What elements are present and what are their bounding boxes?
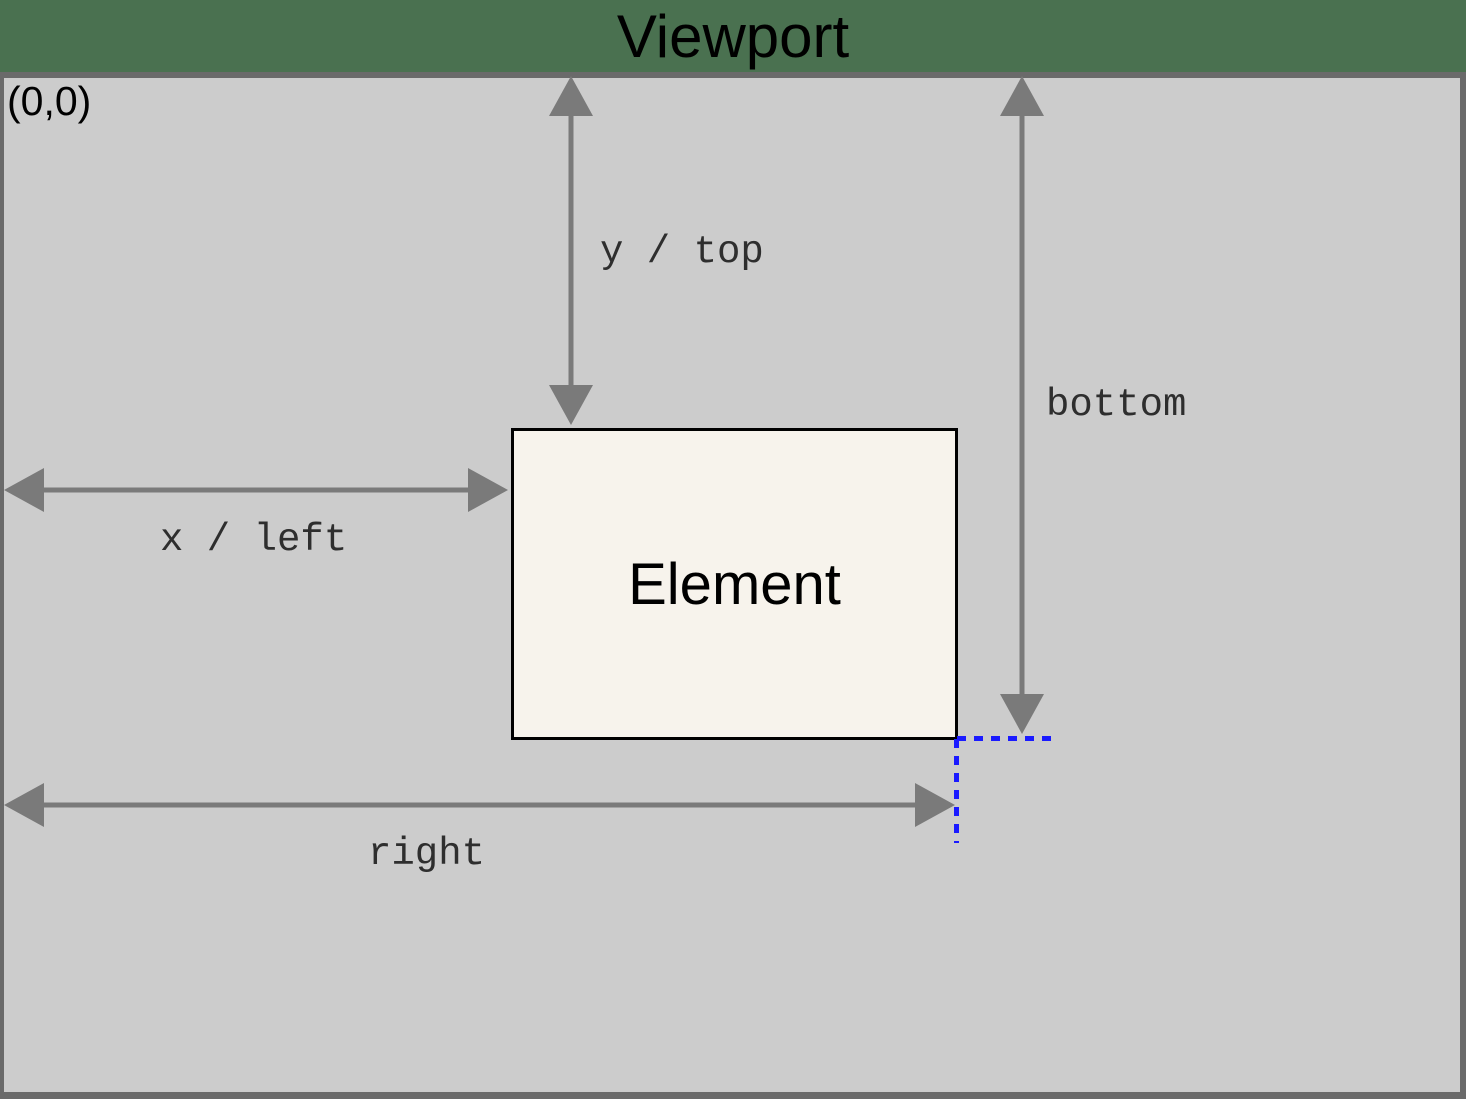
guide-line-horizontal bbox=[957, 736, 1058, 741]
y-top-label: y / top bbox=[600, 230, 764, 274]
arrowhead-down-icon bbox=[549, 385, 593, 425]
bottom-arrow bbox=[1000, 76, 1044, 734]
arrowhead-up-icon bbox=[549, 76, 593, 116]
y-top-arrow bbox=[549, 76, 593, 425]
arrowhead-down-icon bbox=[1000, 694, 1044, 734]
element-box: Element bbox=[511, 428, 958, 740]
arrow-shaft bbox=[38, 802, 921, 808]
arrowhead-up-icon bbox=[1000, 76, 1044, 116]
arrow-shaft bbox=[38, 487, 474, 493]
viewport-title: Viewport bbox=[616, 3, 850, 70]
arrowhead-right-icon bbox=[915, 783, 955, 827]
arrowhead-left-icon bbox=[4, 783, 44, 827]
x-left-arrow bbox=[4, 468, 508, 512]
arrow-shaft bbox=[568, 110, 574, 391]
right-label: right bbox=[368, 832, 486, 876]
guide-line-vertical bbox=[954, 739, 959, 843]
bottom-label: bottom bbox=[1046, 383, 1187, 427]
arrow-shaft bbox=[1019, 110, 1025, 700]
element-label: Element bbox=[628, 551, 841, 617]
right-arrow bbox=[4, 783, 955, 827]
arrowhead-right-icon bbox=[468, 468, 508, 512]
origin-coordinates-label: (0,0) bbox=[7, 78, 92, 124]
x-left-label: x / left bbox=[160, 518, 348, 562]
arrowhead-left-icon bbox=[4, 468, 44, 512]
